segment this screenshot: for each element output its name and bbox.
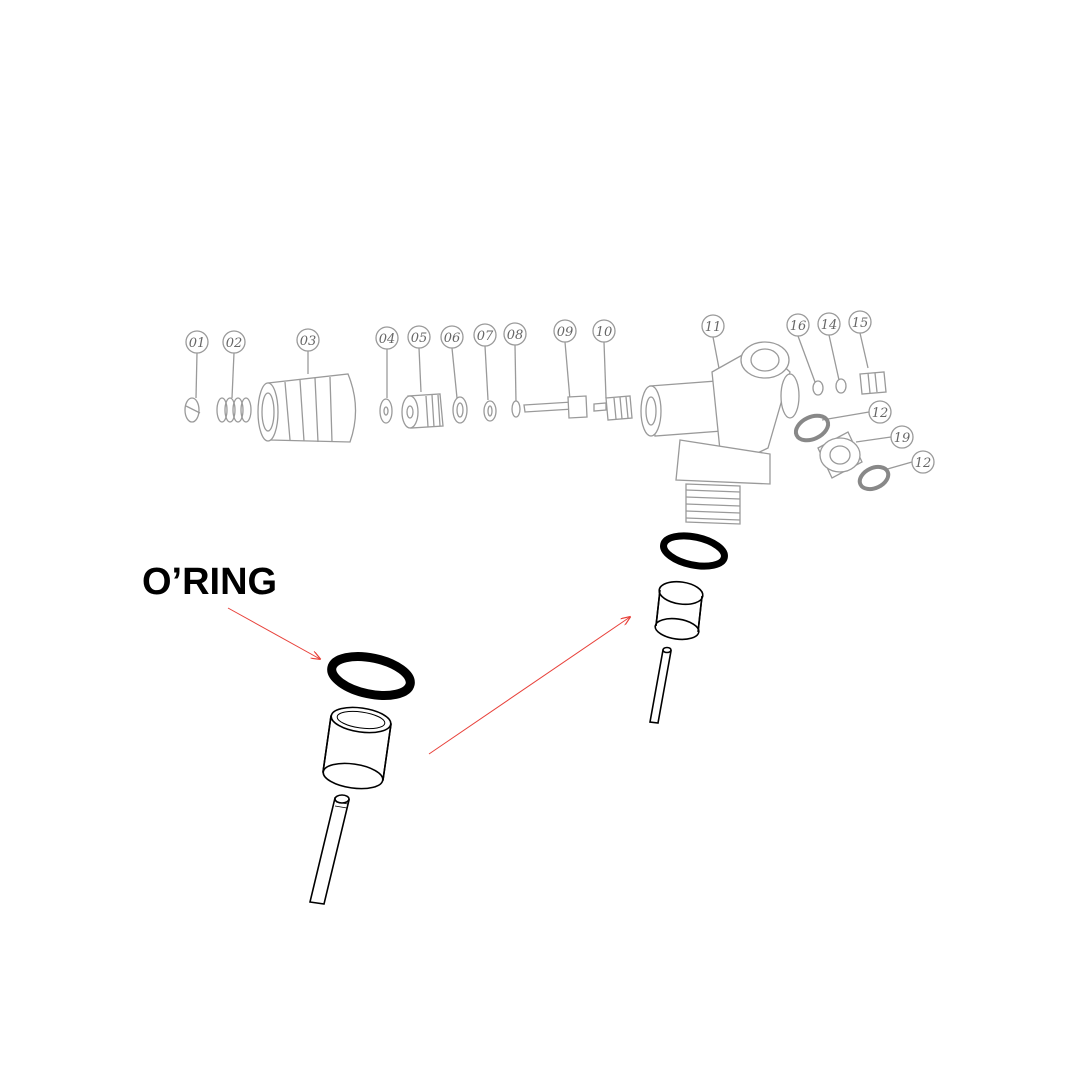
svg-text:04: 04 xyxy=(379,332,396,347)
part-14-oring xyxy=(835,378,847,394)
svg-text:11: 11 xyxy=(705,320,722,335)
part-03-knob xyxy=(257,373,357,443)
part-number-08: 08 xyxy=(503,322,527,346)
svg-text:05: 05 xyxy=(411,331,428,346)
part-06-washer xyxy=(452,396,468,424)
part-number-12-upper: 12 xyxy=(868,400,892,424)
part-number-11: 11 xyxy=(701,314,725,338)
svg-text:08: 08 xyxy=(507,328,524,343)
part-05-nut xyxy=(401,393,444,429)
part-01-screw xyxy=(184,397,201,423)
part-07-washer xyxy=(483,400,497,422)
part-number-14: 14 xyxy=(817,312,841,336)
part-number-15: 15 xyxy=(848,310,872,334)
part-number-09: 09 xyxy=(553,319,577,343)
part-12-lower-oring xyxy=(857,464,891,492)
part-number-03: 03 xyxy=(296,328,320,352)
svg-text:15: 15 xyxy=(852,316,869,331)
detail-oring xyxy=(327,652,415,700)
part-number-02: 02 xyxy=(222,330,246,354)
oring-pointer-arrow xyxy=(227,607,320,659)
svg-text:03: 03 xyxy=(300,334,317,349)
part-11-valve-body xyxy=(640,341,800,525)
part-number-04: 04 xyxy=(375,326,399,350)
part-number-12-lower: 12 xyxy=(911,450,935,474)
detail-dip-tube xyxy=(309,794,350,905)
part-08-washer xyxy=(511,400,521,418)
detail-bushing xyxy=(322,706,392,790)
svg-text:16: 16 xyxy=(790,319,807,334)
faint-parts xyxy=(184,341,891,525)
svg-text:06: 06 xyxy=(444,331,461,346)
part-number-16: 16 xyxy=(786,313,810,337)
part-number-labels: 01 02 03 04 05 06 07 08 xyxy=(185,310,935,474)
part-12-upper-oring xyxy=(793,413,831,443)
part-16-oring xyxy=(812,380,824,396)
part-15-plug xyxy=(859,371,887,395)
valve-dip-assembly xyxy=(649,532,728,724)
part-number-05: 05 xyxy=(407,325,431,349)
part-number-07: 07 xyxy=(473,323,497,347)
oring-callout-label: O’RING xyxy=(142,561,277,603)
svg-text:10: 10 xyxy=(596,325,613,340)
valve-dip-tube xyxy=(649,646,672,724)
svg-text:02: 02 xyxy=(226,336,243,351)
part-19-fitting xyxy=(817,431,863,479)
part-04-washer xyxy=(379,398,393,424)
svg-text:14: 14 xyxy=(821,318,838,333)
valve-oring xyxy=(660,532,728,570)
location-arrow xyxy=(428,617,630,755)
part-number-06: 06 xyxy=(440,325,464,349)
valve-bushing xyxy=(654,580,704,641)
part-09-spindle xyxy=(523,395,588,419)
part-number-01: 01 xyxy=(185,330,209,354)
svg-text:12: 12 xyxy=(872,406,889,421)
part-02-spring xyxy=(216,397,252,423)
svg-text:12: 12 xyxy=(915,456,932,471)
part-number-19: 19 xyxy=(890,425,914,449)
part-number-10: 10 xyxy=(592,319,616,343)
leader-lines xyxy=(195,332,913,471)
svg-text:09: 09 xyxy=(557,325,574,340)
part-10-seat xyxy=(593,395,633,421)
svg-text:07: 07 xyxy=(477,329,494,344)
svg-text:19: 19 xyxy=(894,431,911,446)
oring-detail-assembly xyxy=(309,652,415,905)
svg-text:01: 01 xyxy=(189,336,206,351)
